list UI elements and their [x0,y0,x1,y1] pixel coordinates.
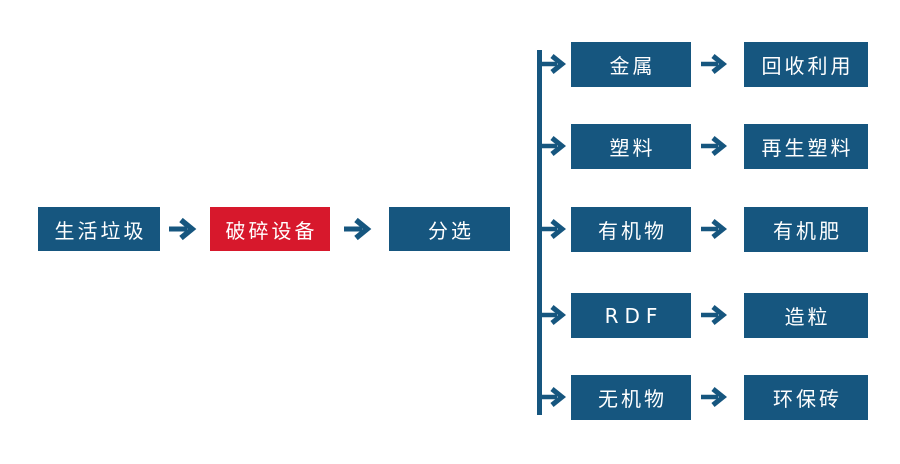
arrow-right-icon [540,136,567,156]
node-inorganic-matter: 无机物 [571,375,691,420]
node-recycled-plastic: 再生塑料 [744,124,868,169]
arrow-right-icon [701,136,728,156]
arrow-right-icon [540,387,567,407]
branch-row-metal: 金属 回收利用 [540,42,868,87]
arrow-right-icon [540,54,567,74]
branch-row-rdf: RDF 造粒 [540,293,868,338]
arrow-right-icon [540,305,567,325]
node-sorting: 分选 [389,207,510,251]
node-metal: 金属 [571,42,691,87]
node-crushing-equipment: 破碎设备 [210,207,330,251]
node-plastic: 塑料 [571,124,691,169]
arrow-right-icon [701,54,728,74]
branch-trunk-line [537,50,542,415]
arrow-right-icon [344,217,372,241]
node-organic-matter: 有机物 [571,207,691,252]
node-rdf: RDF [571,293,691,338]
branch-row-plastic: 塑料 再生塑料 [540,124,868,169]
node-eco-brick: 环保砖 [744,375,868,420]
node-recycling: 回收利用 [744,42,868,87]
branch-row-inorganic: 无机物 环保砖 [540,375,868,420]
node-granulation: 造粒 [744,293,868,338]
branch-row-organic: 有机物 有机肥 [540,207,868,252]
node-organic-fertilizer: 有机肥 [744,207,868,252]
arrow-right-icon [540,219,567,239]
arrow-right-icon [701,219,728,239]
arrow-right-icon [701,387,728,407]
arrow-right-icon [169,217,197,241]
node-household-waste: 生活垃圾 [38,207,160,251]
arrow-right-icon [701,305,728,325]
